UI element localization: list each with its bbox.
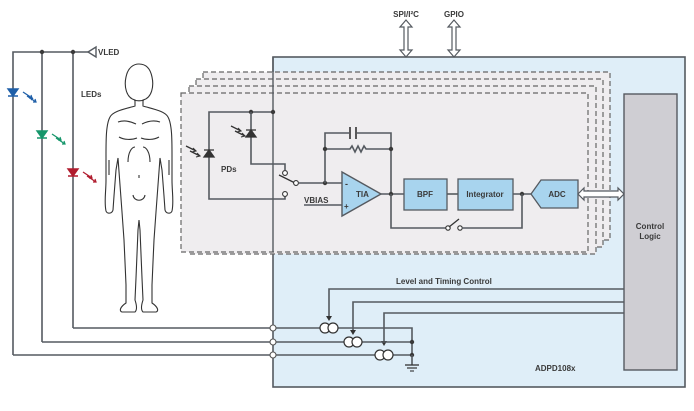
adc-label: ADC bbox=[548, 190, 566, 199]
reset-switch bbox=[390, 194, 523, 231]
level-timing-label: Level and Timing Control bbox=[396, 277, 492, 286]
red-led-icon bbox=[66, 168, 97, 183]
control-logic-label-2: Logic bbox=[639, 232, 661, 241]
spi-arrow[interactable] bbox=[398, 19, 414, 58]
chip-name-label: ADPD108x bbox=[535, 364, 576, 373]
photodiode-circuit bbox=[185, 109, 299, 200]
channel-stack bbox=[180, 71, 611, 255]
pds-label: PDs bbox=[221, 165, 237, 174]
vled-rail bbox=[12, 45, 97, 355]
pd-switch-icon bbox=[278, 174, 296, 184]
tia-minus-label: - bbox=[345, 179, 348, 189]
gpio-arrow[interactable] bbox=[446, 19, 462, 58]
vled-label: VLED bbox=[98, 48, 120, 57]
pd-switch-contact bbox=[282, 191, 288, 197]
current-source-1-icon bbox=[319, 322, 339, 334]
green-led-icon bbox=[35, 130, 66, 145]
photodiode-1-icon bbox=[202, 148, 216, 158]
tia-label: TIA bbox=[356, 190, 369, 199]
tia-plus-label: + bbox=[344, 202, 349, 211]
led2-pin bbox=[269, 338, 277, 346]
vled-terminal-icon bbox=[86, 45, 97, 59]
integrator-block bbox=[457, 178, 514, 211]
leds-label: LEDs bbox=[81, 90, 102, 99]
photodiode-2-icon bbox=[244, 128, 258, 138]
vbias-label: VBIAS bbox=[304, 196, 329, 205]
channel-box-1 bbox=[180, 92, 589, 253]
control-logic-label-1: Control bbox=[636, 222, 664, 231]
human-body-icon bbox=[104, 63, 174, 313]
current-source-2-icon bbox=[343, 336, 363, 348]
led1-pin bbox=[269, 324, 277, 332]
tia-feedback bbox=[299, 127, 394, 194]
blue-led-icon bbox=[6, 88, 37, 103]
spi-label: SPI/I²C bbox=[393, 10, 419, 19]
bpf-label: BPF bbox=[417, 190, 433, 199]
integrator-label: Integrator bbox=[466, 190, 503, 199]
led-driver-lines bbox=[13, 324, 419, 372]
control-logic-block bbox=[623, 93, 678, 371]
gpio-label: GPIO bbox=[444, 10, 464, 19]
led3-pin bbox=[269, 351, 277, 359]
tia-amplifier bbox=[341, 170, 383, 218]
current-source-3-icon bbox=[374, 349, 394, 361]
